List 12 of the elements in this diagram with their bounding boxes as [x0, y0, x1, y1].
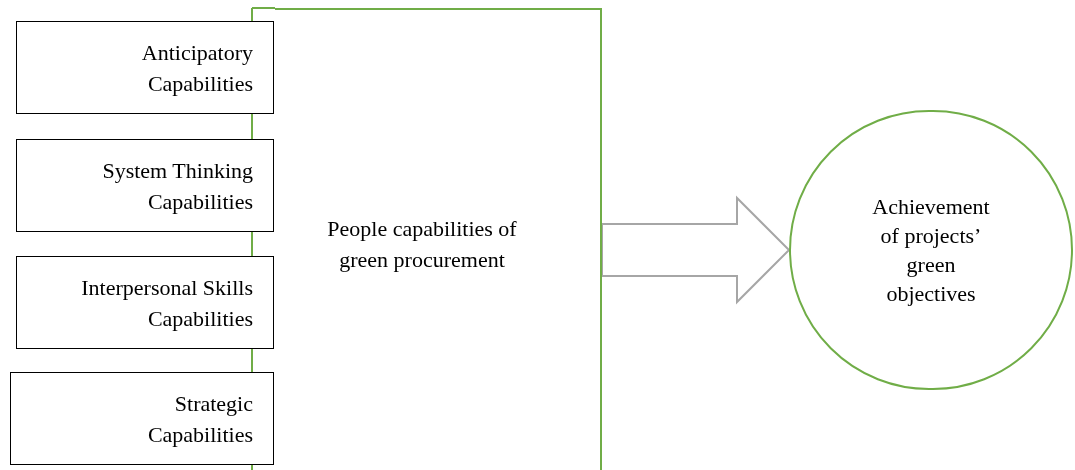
block-arrow [601, 195, 791, 305]
capability-box [16, 256, 274, 349]
capability-text: Interpersonal Skills Capabilities [80, 273, 253, 333]
capability-box [16, 21, 274, 114]
capability-text: Anticipatory Capabilities [140, 38, 253, 98]
panel-text: People capabilities of green procurement [326, 215, 518, 274]
capability-panel [275, 8, 602, 470]
capability-box [10, 372, 274, 465]
outcome-text: Achievement of projects’ green objectives [871, 193, 991, 308]
capability-text: Strategic Capabilities [146, 389, 253, 449]
capability-box [16, 139, 274, 232]
capability-text: System Thinking Capabilities [101, 156, 253, 216]
